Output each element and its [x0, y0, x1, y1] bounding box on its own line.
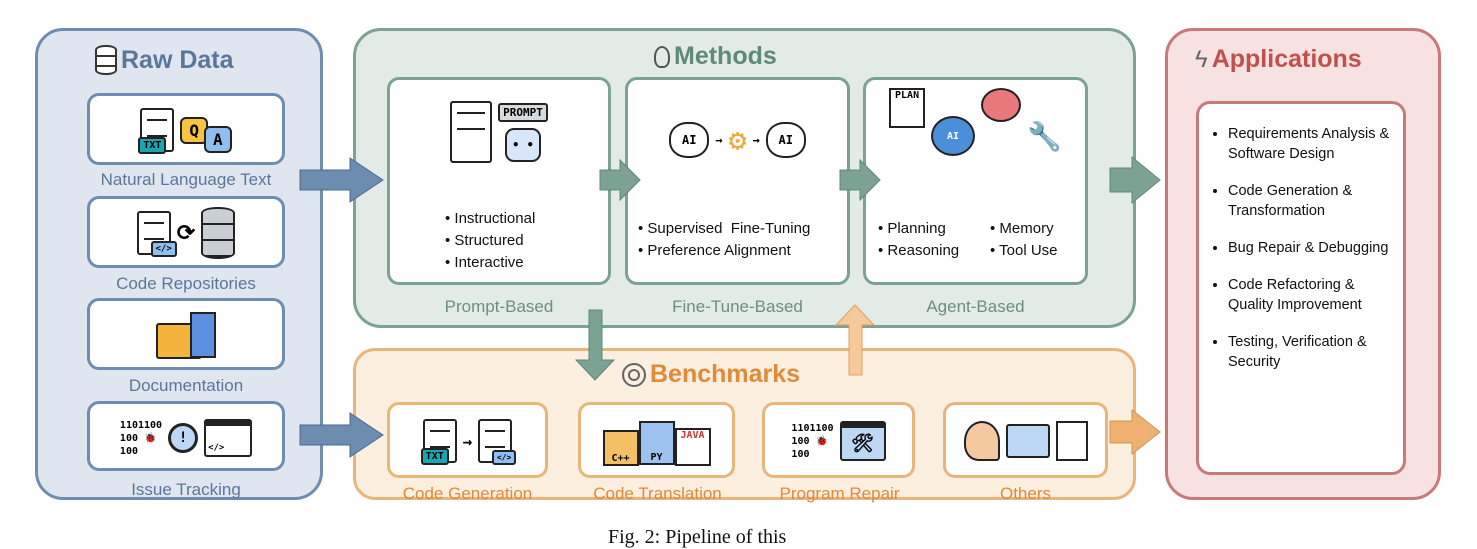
java-file-icon: JAVA [674, 428, 711, 466]
documentation-label: Documentation [128, 376, 244, 395]
program-repair-label: Program Repair [779, 484, 900, 503]
arrow-icon: → [715, 133, 723, 147]
txt-file-icon: TXT [420, 419, 457, 465]
agent-based-label: Agent-Based [926, 297, 1025, 316]
robot-icon: • • [505, 127, 541, 162]
fine-tune-based-card: AI → ⚙ → AI Supervised Fine-Tuning Prefe… [625, 77, 850, 285]
python-file-icon: PY [638, 421, 675, 465]
gear-book-icon: ⚙ [728, 122, 747, 158]
magnifier-alert-icon: ! [168, 423, 199, 453]
question-bubble-icon: Q [180, 116, 208, 144]
bullet-reasoning: Reasoning [878, 240, 990, 262]
applications-list: Requirements Analysis & Software Design … [1210, 124, 1395, 389]
lightning-icon: ϟ [1195, 45, 1208, 73]
others-label: Others [999, 484, 1052, 503]
agent-based-card: PLAN AI 🔧 Planning Memory Reasoning Tool… [863, 77, 1088, 285]
sync-icon: ⟳ [176, 220, 196, 246]
fine-tune-based-label: Fine-Tune-Based [672, 297, 803, 316]
txt-file-icon: TXT [138, 108, 175, 154]
bullet-preference-alignment: Preference Alignment [638, 240, 810, 262]
database-server-icon [201, 207, 236, 259]
code-generation-label: Code Generation [402, 484, 533, 503]
documents-icon [190, 312, 216, 358]
application-item: Code Generation & Transformation [1228, 181, 1395, 221]
application-item: Bug Repair & Debugging [1228, 238, 1395, 258]
bullet-supervised-fine-tuning: Supervised Fine-Tuning [638, 218, 810, 240]
code-translation-card: C++ PY JAVA [578, 402, 735, 478]
prompt-tag-icon: PROMPT [498, 102, 548, 122]
prompt-based-label: Prompt-Based [444, 297, 554, 316]
target-icon [622, 362, 646, 387]
bullet-planning: Planning [878, 218, 990, 240]
ai-brain-tuned-icon: AI [765, 122, 806, 158]
methods-title: Methods [654, 42, 777, 71]
natural-language-text-label: Natural Language Text [100, 170, 272, 189]
ai-brain-icon: AI [669, 122, 710, 158]
ai-robot-icon: AI [931, 116, 976, 156]
prompt-based-card: PROMPT • • Instructional Structured Inte… [387, 77, 611, 285]
others-card [943, 402, 1108, 478]
browser-tools-icon: 🛠 [839, 421, 886, 461]
bullet-instructional: Instructional [445, 208, 535, 230]
code-repositories-card: </> ⟳ [87, 196, 285, 268]
bullet-memory: Memory [990, 218, 1090, 240]
raw-data-title: Raw Data [95, 45, 234, 75]
code-file-icon: </> [136, 211, 177, 257]
documentation-card [87, 298, 285, 370]
application-item: Code Refactoring & Quality Improvement [1228, 275, 1395, 315]
monitor-icon [1005, 424, 1050, 458]
bullet-interactive: Interactive [445, 252, 535, 274]
lightbulb-icon [654, 45, 670, 68]
head-gear-icon [963, 421, 1000, 461]
code-file-icon: </> [478, 419, 517, 465]
brain-icon [981, 88, 1022, 122]
document-search-icon [1055, 421, 1088, 461]
code-document-icon [450, 101, 493, 163]
code-generation-card: TXT → </> [387, 402, 548, 478]
database-icon [95, 45, 117, 75]
application-item: Testing, Verification & Security [1228, 332, 1395, 372]
issue-tracking-label: Issue Tracking [131, 480, 241, 499]
benchmarks-title: Benchmarks [622, 360, 800, 389]
bullet-tool-use: Tool Use [990, 240, 1090, 262]
code-translation-label: Code Translation [593, 484, 722, 503]
natural-language-text-card: TXT Q A [87, 93, 285, 165]
cpp-file-icon: C++ [602, 430, 639, 466]
figure-caption: Fig. 2: Pipeline of this [608, 526, 787, 548]
arrow-icon: → [752, 133, 760, 147]
application-item: Requirements Analysis & Software Design [1228, 124, 1395, 164]
answer-bubble-icon: A [204, 125, 232, 153]
arrow-icon: → [462, 431, 473, 451]
browser-shield-icon: </> [204, 419, 253, 457]
tools-icon: 🔧 [1027, 119, 1062, 153]
code-repositories-label: Code Repositories [116, 274, 256, 293]
applications-list-card [1196, 101, 1406, 475]
applications-title: ϟ Applications [1195, 45, 1362, 73]
bullet-structured: Structured [445, 230, 535, 252]
plan-board-icon: PLAN [889, 88, 926, 128]
